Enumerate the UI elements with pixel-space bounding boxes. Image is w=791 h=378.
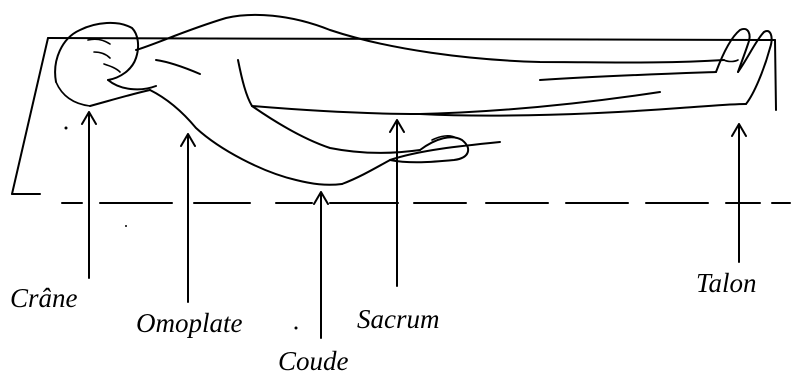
label-coude: Coude [278, 346, 349, 376]
label-crane: Crâne [10, 283, 78, 313]
arrow-talon [732, 124, 746, 262]
label-talon: Talon [696, 268, 757, 298]
up-arrow-icon [82, 112, 96, 278]
stray-dot [65, 127, 68, 130]
label-sacrum: Sacrum [357, 304, 440, 334]
arrow-crane [82, 112, 96, 278]
arrow-coude [314, 192, 328, 338]
stray-dot [125, 225, 127, 227]
arrow-omoplate [181, 134, 195, 302]
up-arrow-icon [314, 192, 328, 338]
up-arrow-icon [732, 124, 746, 262]
stray-dot [295, 327, 298, 330]
up-arrow-icon [181, 134, 195, 302]
label-omoplate: Omoplate [136, 308, 243, 338]
